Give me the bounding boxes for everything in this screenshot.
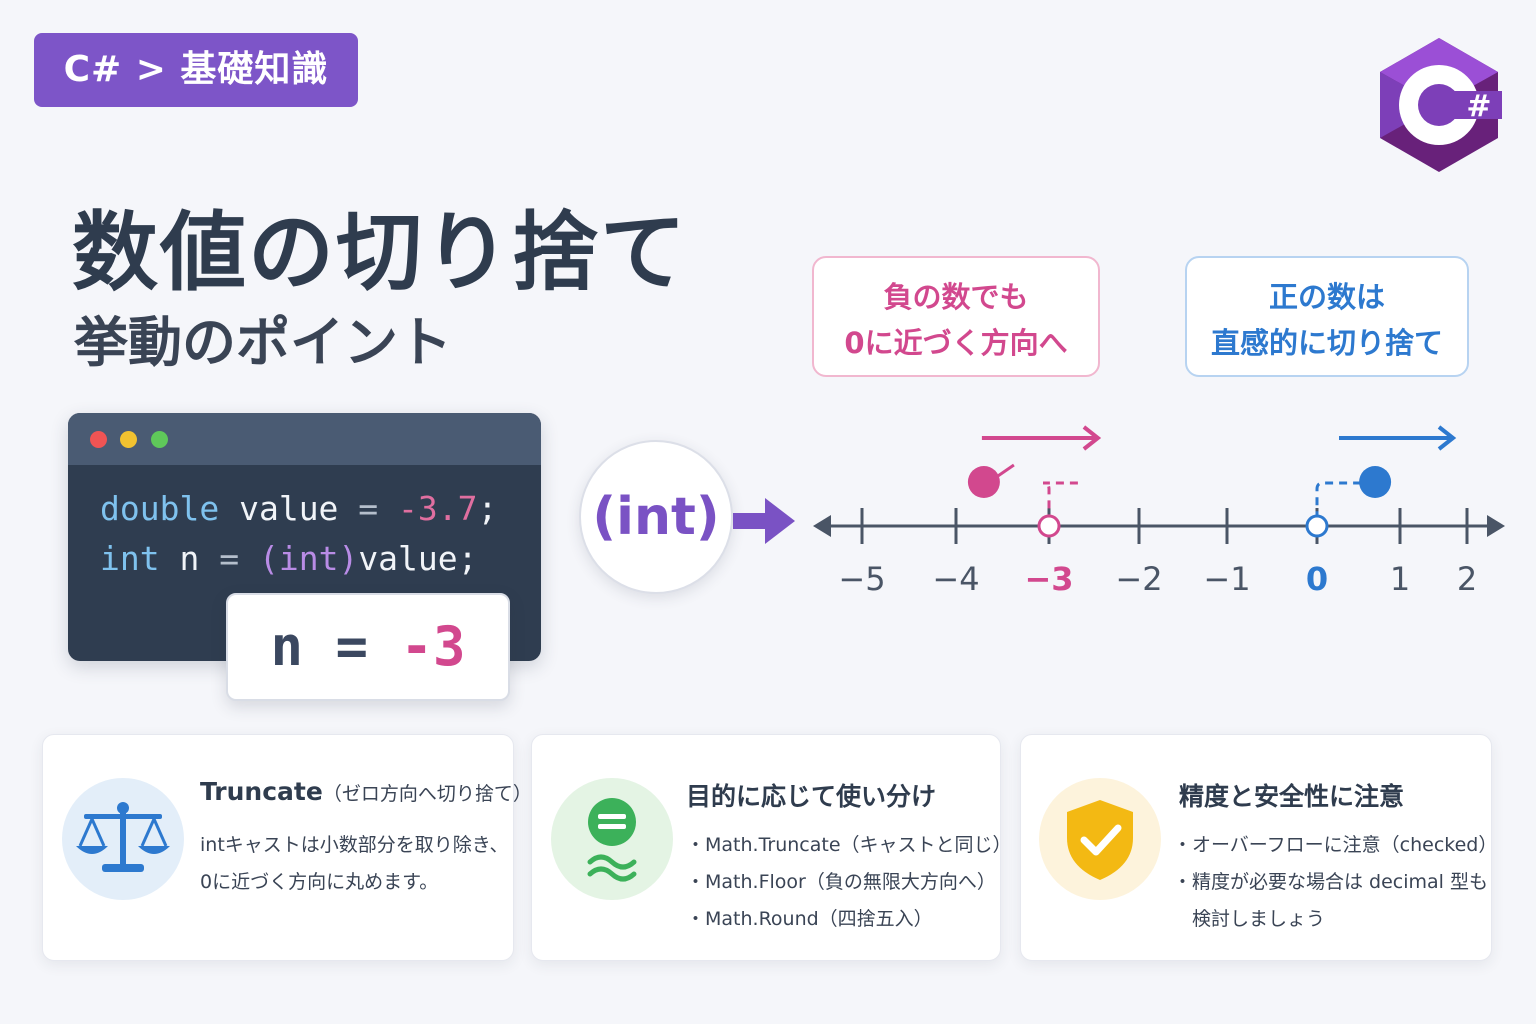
code-literal: -3.7 xyxy=(378,489,478,528)
page-title: 数値の切り捨て xyxy=(72,203,688,303)
close-dot-icon[interactable] xyxy=(90,431,107,448)
number-line-tick-label: 2 xyxy=(1457,560,1477,598)
code-line-2: int n = (int)value; xyxy=(100,539,478,578)
number-line-tick-label: −5 xyxy=(838,560,885,598)
negative-value-tick xyxy=(997,463,1015,478)
card-truncate: Truncate（ゼロ方向へ切り捨て） intキャストは小数部分を取り除き、 0… xyxy=(42,734,532,961)
card-usage: 目的に応じて使い分け ・Math.Truncate（キャストと同じ） ・Math… xyxy=(531,734,1012,961)
result-box: n = -3 xyxy=(226,593,510,701)
shield-check-icon xyxy=(1039,778,1161,900)
arrow-right-icon xyxy=(733,498,795,544)
code-type: double xyxy=(100,489,220,528)
code-semicolon: ; xyxy=(477,489,498,528)
positive-snap-path xyxy=(1315,481,1362,518)
callout-positive-line2: 直感的に切り捨て xyxy=(1210,326,1443,360)
callout-negative-line2: 0に近づく方向へ xyxy=(844,326,1068,360)
card-title: 目的に応じて使い分け xyxy=(686,782,937,811)
csharp-logo-icon: # xyxy=(1376,36,1502,174)
number-line-tick-label: −3 xyxy=(1024,560,1073,598)
callout-negative: 負の数でも 0に近づく方向へ xyxy=(812,256,1100,377)
callout-positive: 正の数は 直感的に切り捨て xyxy=(1185,256,1469,377)
positive-result-point xyxy=(1305,514,1329,538)
negative-result-point xyxy=(1037,514,1061,538)
negative-direction-arrowhead xyxy=(1082,425,1102,451)
csharp-logo-mark: # xyxy=(1466,89,1491,124)
page-subtitle: 挙動のポイント xyxy=(74,311,452,374)
code-window-titlebar xyxy=(68,413,541,465)
number-line-tick-label: −4 xyxy=(932,560,979,598)
positive-direction-arrowhead xyxy=(1437,425,1457,451)
number-line-tick-label: −2 xyxy=(1115,560,1162,598)
card-text: ・オーバーフローに注意（checked） ・精度が必要な場合は decimal … xyxy=(1173,834,1498,930)
number-line-tick-label: −1 xyxy=(1203,560,1250,598)
card-title: Truncate（ゼロ方向へ切り捨て） xyxy=(200,777,532,806)
code-identifier: n xyxy=(159,539,220,578)
number-line: −5 −4 −3 −2 −1 0 1 2 xyxy=(813,425,1505,598)
positive-value-point xyxy=(1359,466,1392,498)
cast-label: (int) xyxy=(579,440,733,594)
result-equals: = xyxy=(302,615,401,678)
negative-snap-path xyxy=(1042,481,1078,518)
minimize-dot-icon[interactable] xyxy=(120,431,137,448)
code-operator: = xyxy=(219,539,240,578)
equals-approx-icon xyxy=(551,778,673,900)
number-line-tick-label: 1 xyxy=(1390,560,1410,598)
breadcrumb[interactable]: C# > 基礎知識 xyxy=(34,33,358,107)
result-value: -3 xyxy=(400,615,466,678)
card-safety: 精度と安全性に注意 ・オーバーフローに注意（checked） ・精度が必要な場合… xyxy=(1020,734,1497,961)
card-text: intキャストは小数部分を取り除き、 0に近づく方向に丸めます。 xyxy=(200,834,509,893)
callout-negative-line1: 負の数でも xyxy=(883,280,1029,314)
number-line-tick-label: 0 xyxy=(1306,560,1328,598)
code-type: int xyxy=(100,539,160,578)
axis-arrow-right-icon xyxy=(1487,515,1505,537)
balance-scale-icon xyxy=(62,778,184,900)
axis-arrow-left-icon xyxy=(813,515,831,537)
card-text: ・Math.Truncate（キャストと同じ） ・Math.Floor（負の無限… xyxy=(686,834,1012,930)
code-identifier: value xyxy=(219,489,359,528)
card-title: 精度と安全性に注意 xyxy=(1179,782,1405,811)
callout-positive-line1: 正の数は xyxy=(1268,280,1385,314)
code-rest: value; xyxy=(358,539,478,578)
code-line-1: double value = -3.7; xyxy=(100,489,497,528)
result-variable: n xyxy=(270,615,303,678)
code-cast: (int) xyxy=(239,539,359,578)
code-operator: = xyxy=(358,489,379,528)
negative-value-point xyxy=(967,466,1000,498)
maximize-dot-icon[interactable] xyxy=(151,431,168,448)
